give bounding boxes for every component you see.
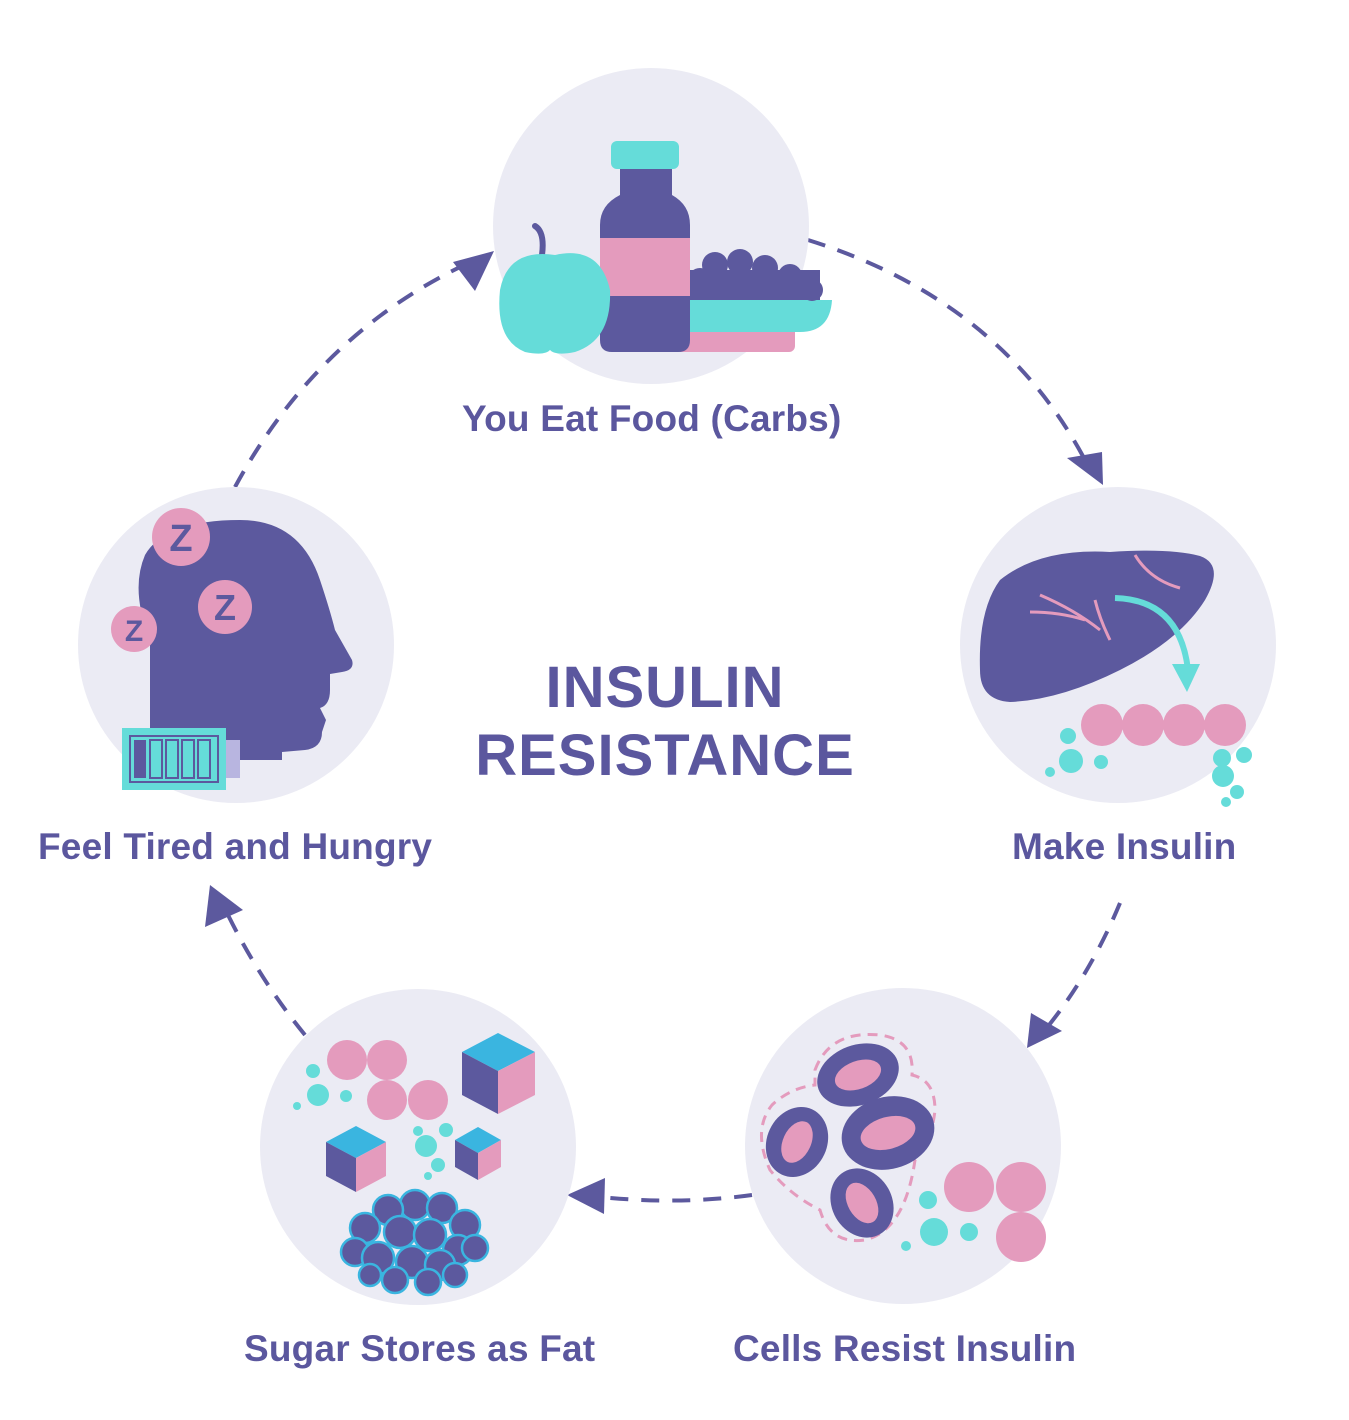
- arrow-cells-to-fat: [599, 1193, 753, 1203]
- liver-icon: [960, 487, 1276, 807]
- sleep-z-2: Z: [214, 587, 236, 628]
- step-label-eat-food: You Eat Food (Carbs): [462, 398, 842, 439]
- sugar-dots-icon: [1045, 728, 1252, 807]
- arrow-heads: [205, 251, 1103, 1214]
- low-battery-icon: [122, 728, 240, 790]
- arrow-fat-to-tired: [226, 914, 307, 1037]
- fat-storage-icon: [260, 989, 576, 1305]
- insulin-arrowhead-icon: [1172, 664, 1200, 692]
- arrow-food-to-insulin: [807, 238, 1087, 461]
- food-icon: [493, 68, 832, 384]
- bowl-icon: [660, 300, 832, 332]
- apple-icon: [499, 253, 611, 354]
- sleep-z-icons: [111, 508, 252, 652]
- cell-3: [765, 1106, 829, 1178]
- step-label-sugar-fat: Sugar Stores as Fat: [244, 1328, 596, 1369]
- arrow-insulin-to-cells: [1043, 902, 1122, 1032]
- cells-icon: [745, 988, 1061, 1304]
- cell-1: [817, 1043, 899, 1107]
- cycle-arrows: [226, 238, 1122, 1203]
- cell-4: [830, 1168, 894, 1238]
- step-label-make-insulin: Make Insulin: [1012, 826, 1237, 867]
- fat-cells-cluster-icon: [339, 1188, 490, 1297]
- sugar-cube-large-icon: [462, 1033, 535, 1114]
- cell-membrane-icon: [760, 1032, 937, 1243]
- sleep-z-3: Z: [125, 615, 143, 648]
- arrowhead-2: [1027, 1013, 1062, 1048]
- head-silhouette-icon: [138, 520, 353, 760]
- arrow-tired-to-food: [233, 258, 476, 488]
- liver-veins-icon: [1029, 554, 1181, 641]
- arrowhead-3: [567, 1178, 605, 1214]
- sugar-cube-small-icon: [455, 1127, 501, 1180]
- step-label-cells-resist: Cells Resist Insulin: [733, 1328, 1077, 1369]
- cell-sugar-dots-icon: [901, 1191, 978, 1251]
- title-line-2: RESISTANCE: [475, 723, 855, 788]
- cell-insulin-molecules-icon: [944, 1162, 1046, 1262]
- cell-2: [841, 1096, 935, 1170]
- step-label-tired-hungry: Feel Tired and Hungry: [38, 826, 433, 867]
- fat-sugar-dots-icon: [293, 1064, 453, 1180]
- cereal-icon: [688, 249, 823, 301]
- diagram-title: INSULIN RESISTANCE: [470, 654, 860, 790]
- insulin-molecules-icon: [1081, 704, 1246, 746]
- sugar-molecules-icon: [327, 1040, 448, 1120]
- sleep-z-1: Z: [169, 518, 192, 560]
- bottle-label-icon: [600, 238, 690, 296]
- arrowhead-4: [205, 885, 243, 927]
- sugar-cube-left-icon: [326, 1126, 386, 1192]
- apple-stem-icon: [532, 223, 546, 258]
- insulin-arrow-icon: [1114, 595, 1191, 671]
- tired-head-icon: Z Z Z: [78, 487, 394, 803]
- arrowhead-1: [1067, 452, 1103, 485]
- bottle-cap-icon: [611, 141, 679, 169]
- arrowhead-5: [453, 251, 494, 291]
- title-line-1: INSULIN: [545, 655, 785, 720]
